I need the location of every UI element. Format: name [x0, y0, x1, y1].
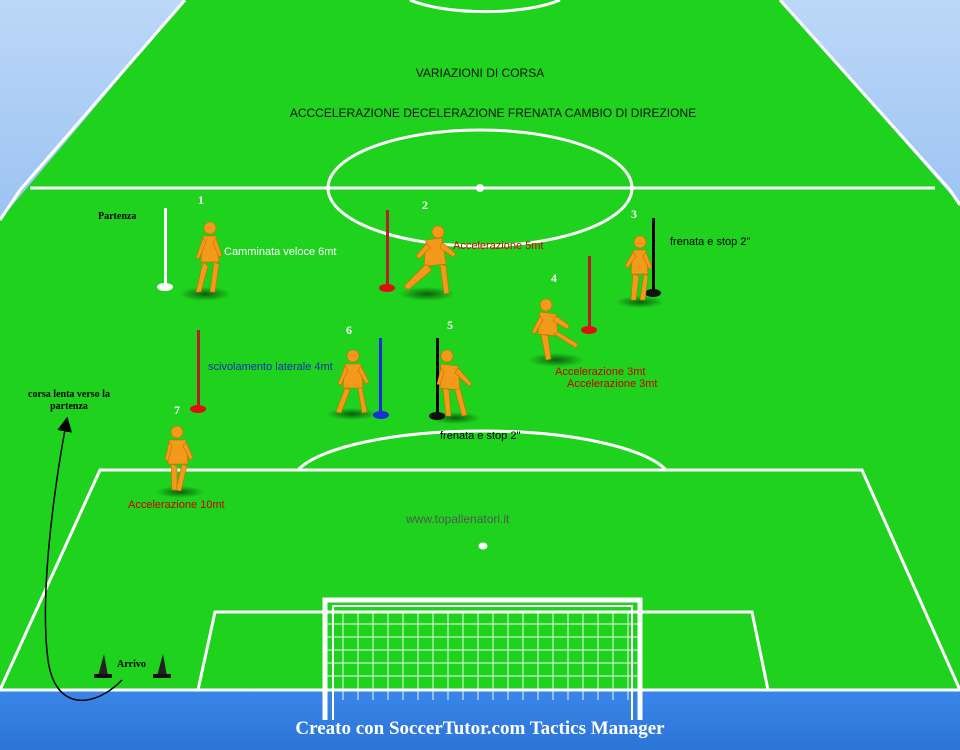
arrivo-cone-left [98, 654, 108, 676]
arrivo-cone-right [157, 654, 167, 676]
station-number-6: 6 [346, 323, 352, 337]
player-1 [179, 221, 231, 301]
equipment [94, 208, 661, 678]
station-number-1: 1 [198, 193, 204, 207]
station-number-3: 3 [631, 207, 637, 221]
player-3 [616, 235, 664, 308]
cone-white [157, 283, 173, 291]
penalty-arc [296, 429, 668, 472]
station-label-5: frenata e stop 2" [440, 430, 521, 442]
goal [322, 597, 643, 720]
station-number-4: 4 [551, 271, 557, 285]
top-arc [409, 0, 561, 14]
footer-band [0, 690, 960, 750]
players [156, 221, 664, 498]
return-run-arrow [44, 416, 123, 701]
cone-red [379, 284, 395, 292]
centre-circle [326, 128, 634, 248]
station-label-7: Accelerazione 10mt [128, 499, 225, 511]
cone-red [581, 326, 597, 334]
drill-subtitle: ACCCELERAZIONE DECELERAZIONE FRENATA CAM… [289, 106, 697, 120]
right-touchline [778, 0, 952, 192]
pole-blue [379, 338, 382, 414]
station-number-2: 2 [422, 198, 428, 212]
pole-black [652, 218, 655, 292]
station-number-7: 7 [174, 403, 180, 417]
start-label: Partenza [98, 211, 137, 222]
pitch-lines [0, 0, 960, 692]
goal-area [196, 610, 770, 692]
centre-spot [476, 184, 484, 192]
pole-red [386, 210, 389, 286]
player-6 [326, 349, 378, 420]
player-2 [399, 225, 457, 301]
station-label-6: scivolamento laterale 4mt [208, 361, 333, 373]
finish-label: Arrivo [117, 659, 146, 670]
pole-red [588, 256, 591, 328]
station-label-4-repeat: Accelerazione 3mt [567, 378, 658, 390]
footer-credit: Creato con SoccerTutor.com Tactics Manag… [295, 718, 665, 739]
player-5 [429, 349, 481, 424]
drill-title: VARIAZIONI DI CORSA [415, 66, 545, 80]
station-label-4: Accelerazione 3mt [555, 366, 646, 378]
penalty-spot [478, 542, 488, 550]
pole-black [436, 338, 439, 414]
station-label-3: frenata e stop 2" [670, 236, 751, 248]
grass [0, 0, 960, 690]
pole-red [197, 330, 200, 408]
cone-red [190, 405, 206, 413]
cone-black [645, 289, 661, 297]
station-label-2: Accelerazione 5mt [453, 240, 544, 252]
player-4 [528, 298, 584, 367]
pole-white [164, 208, 167, 286]
return-run-label: corsa lenta verso la partenza [28, 389, 110, 412]
penalty-box [0, 468, 960, 692]
station-number-5: 5 [447, 318, 453, 332]
player-7 [156, 425, 204, 498]
watermark: www.topallenatori.it [406, 512, 510, 526]
left-touchline [18, 0, 187, 191]
station-label-1: Camminata veloce 6mt [224, 246, 337, 258]
